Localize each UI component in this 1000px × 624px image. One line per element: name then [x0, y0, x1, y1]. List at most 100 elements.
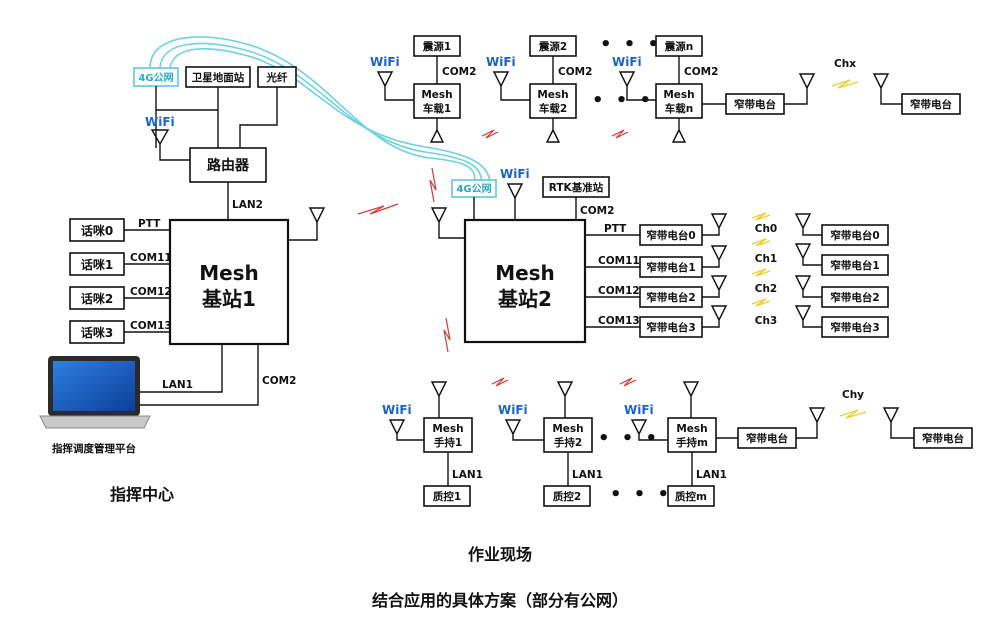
- ellipsis-qc: • • •: [610, 484, 672, 505]
- wifi-label-router: WiFi: [145, 115, 175, 129]
- antenna-icon-base2: [430, 207, 465, 239]
- handheld-1-label: 手持1: [434, 436, 462, 449]
- lan1-label-h2: LAN1: [572, 469, 603, 481]
- link-ch2: [751, 268, 771, 277]
- vehicle-1: [413, 83, 461, 119]
- handheld-1: [423, 417, 473, 453]
- radio-3-label: 窄带电台3: [646, 321, 695, 334]
- antenna-icon-v1-wifi: [376, 71, 414, 101]
- antenna-icon-remote-x: [872, 73, 902, 105]
- laptop-icon: [39, 356, 151, 429]
- remote-radio-0-label: 窄带电台0: [830, 229, 879, 242]
- vehicle-n: [655, 83, 703, 119]
- lan1-label-hm: LAN1: [696, 469, 727, 481]
- ellipsis-vehicle: • • •: [592, 90, 654, 111]
- antenna-icon-vehicle-radio: [784, 73, 816, 105]
- ptt-label-left: PTT: [138, 218, 161, 230]
- wifi-label-base2: WiFi: [500, 167, 530, 181]
- antenna-icon-radio-0: [702, 213, 728, 236]
- quake-1-label: 震源1: [422, 40, 451, 53]
- router-label: 路由器: [207, 157, 250, 174]
- vehicle-2-mesh: Mesh: [537, 89, 568, 101]
- field-site-label: 作业现场: [468, 545, 532, 564]
- satellite-label: 卫星地面站: [192, 71, 245, 84]
- rtk-label: RTK基准站: [549, 181, 604, 194]
- antenna-icon-handheld-radio: [796, 407, 826, 439]
- remote-radio-2: [821, 286, 889, 308]
- lan1-label-laptop: LAN1: [162, 379, 193, 391]
- command-center: 4G公网 卫星地面站 光纤 路由器 WiFi LAN2 Mesh 基站1 话咪0…: [39, 66, 326, 504]
- handheld-row: WiFi Mesh 手持1 LAN1 质控1 WiFi Mesh 手持2 LAN…: [382, 381, 973, 507]
- link-chy: [839, 409, 867, 419]
- ptt-label-right: PTT: [604, 223, 627, 235]
- antenna-icon-v2: [545, 118, 561, 143]
- remote-radio-3-label: 窄带电台3: [830, 321, 879, 334]
- antenna-icon-remote-3: [794, 305, 822, 328]
- com11-label-left: COM11: [130, 252, 172, 264]
- wifi-label-v1: WiFi: [370, 55, 400, 69]
- com12-label-left: COM12: [130, 286, 172, 298]
- router-box: [189, 147, 267, 183]
- ellipsis-quake: • • •: [600, 34, 662, 55]
- qc-m: [667, 485, 715, 507]
- ch0-label: Ch0: [755, 223, 778, 235]
- base2-line1: Mesh: [495, 261, 555, 285]
- chx-label: Chx: [834, 58, 856, 70]
- antenna-icon-remote-2: [794, 275, 822, 298]
- vehicle-2-label: 车载2: [539, 102, 567, 115]
- ellipsis-handheld: • • •: [598, 428, 660, 449]
- remote-radio-1-label: 窄带电台1: [830, 259, 879, 272]
- link-ch3: [751, 298, 771, 307]
- remote-radio-1: [821, 254, 889, 276]
- radio-2-label: 窄带电台2: [646, 291, 695, 304]
- remote-radio-2-label: 窄带电台2: [830, 291, 879, 304]
- radio-1-label: 窄带电台1: [646, 261, 695, 274]
- link-ch1: [751, 238, 771, 247]
- antenna-icon-h2: [556, 381, 574, 418]
- com2-label-vn: COM2: [684, 66, 718, 78]
- base-station-1: [168, 218, 290, 346]
- base-station-2-group: 4G公网 WiFi RTK基准站 COM2 Mesh 基站2 PTT COM11…: [430, 167, 889, 344]
- base2-line2: 基站2: [498, 287, 552, 311]
- wifi-label-h2: WiFi: [498, 403, 528, 417]
- mic-3-label: 话咪3: [81, 325, 113, 340]
- vehicle-n-mesh: Mesh: [663, 89, 694, 101]
- narrow-radio-handheld-label: 窄带电台: [746, 432, 788, 445]
- narrow-radio-remote-x: [901, 93, 961, 115]
- net4g-label-right: 4G公网: [456, 183, 491, 195]
- handheld-m-mesh: Mesh: [676, 423, 707, 435]
- command-center-label: 指挥中心: [110, 485, 174, 504]
- antenna-icon-radio-1: [702, 245, 728, 268]
- qc-2: [543, 485, 591, 507]
- antenna-icon-router: [150, 129, 190, 161]
- wifi-label-hm: WiFi: [624, 403, 654, 417]
- antenna-icon-base1: [288, 207, 326, 241]
- com2-label-rtk: COM2: [580, 205, 614, 217]
- antenna-icon-h2-wifi: [504, 419, 544, 441]
- qc-m-label: 质控m: [675, 490, 707, 503]
- narrow-radio-vehicle-label: 窄带电台: [734, 98, 776, 111]
- handheld-2: [543, 417, 593, 453]
- remote-radio-3: [821, 316, 889, 338]
- fiber-label: 光纤: [266, 71, 288, 84]
- wifi-label-v2: WiFi: [486, 55, 516, 69]
- qc-1: [423, 485, 471, 507]
- vehicle-1-mesh: Mesh: [421, 89, 452, 101]
- antenna-icon-v1: [429, 118, 445, 143]
- vehicle-n-label: 车载n: [665, 102, 693, 115]
- com2-label-base1: COM2: [262, 375, 296, 387]
- mic-0-label: 话咪0: [81, 223, 113, 238]
- mic-2-label: 话咪2: [81, 291, 113, 306]
- antenna-icon-hm: [682, 381, 700, 418]
- ch3-label: Ch3: [755, 315, 778, 327]
- handheld-2-mesh: Mesh: [552, 423, 583, 435]
- antenna-icon-remote-y: [882, 407, 914, 439]
- ch1-label: Ch1: [755, 253, 778, 265]
- antenna-icon-h1: [430, 381, 448, 418]
- com12-label-right: COM12: [598, 285, 640, 297]
- base1-line2: 基站1: [202, 287, 256, 311]
- qc-1-label: 质控1: [433, 490, 461, 503]
- wifi-label-h1: WiFi: [382, 403, 412, 417]
- handheld-2-label: 手持2: [554, 436, 582, 449]
